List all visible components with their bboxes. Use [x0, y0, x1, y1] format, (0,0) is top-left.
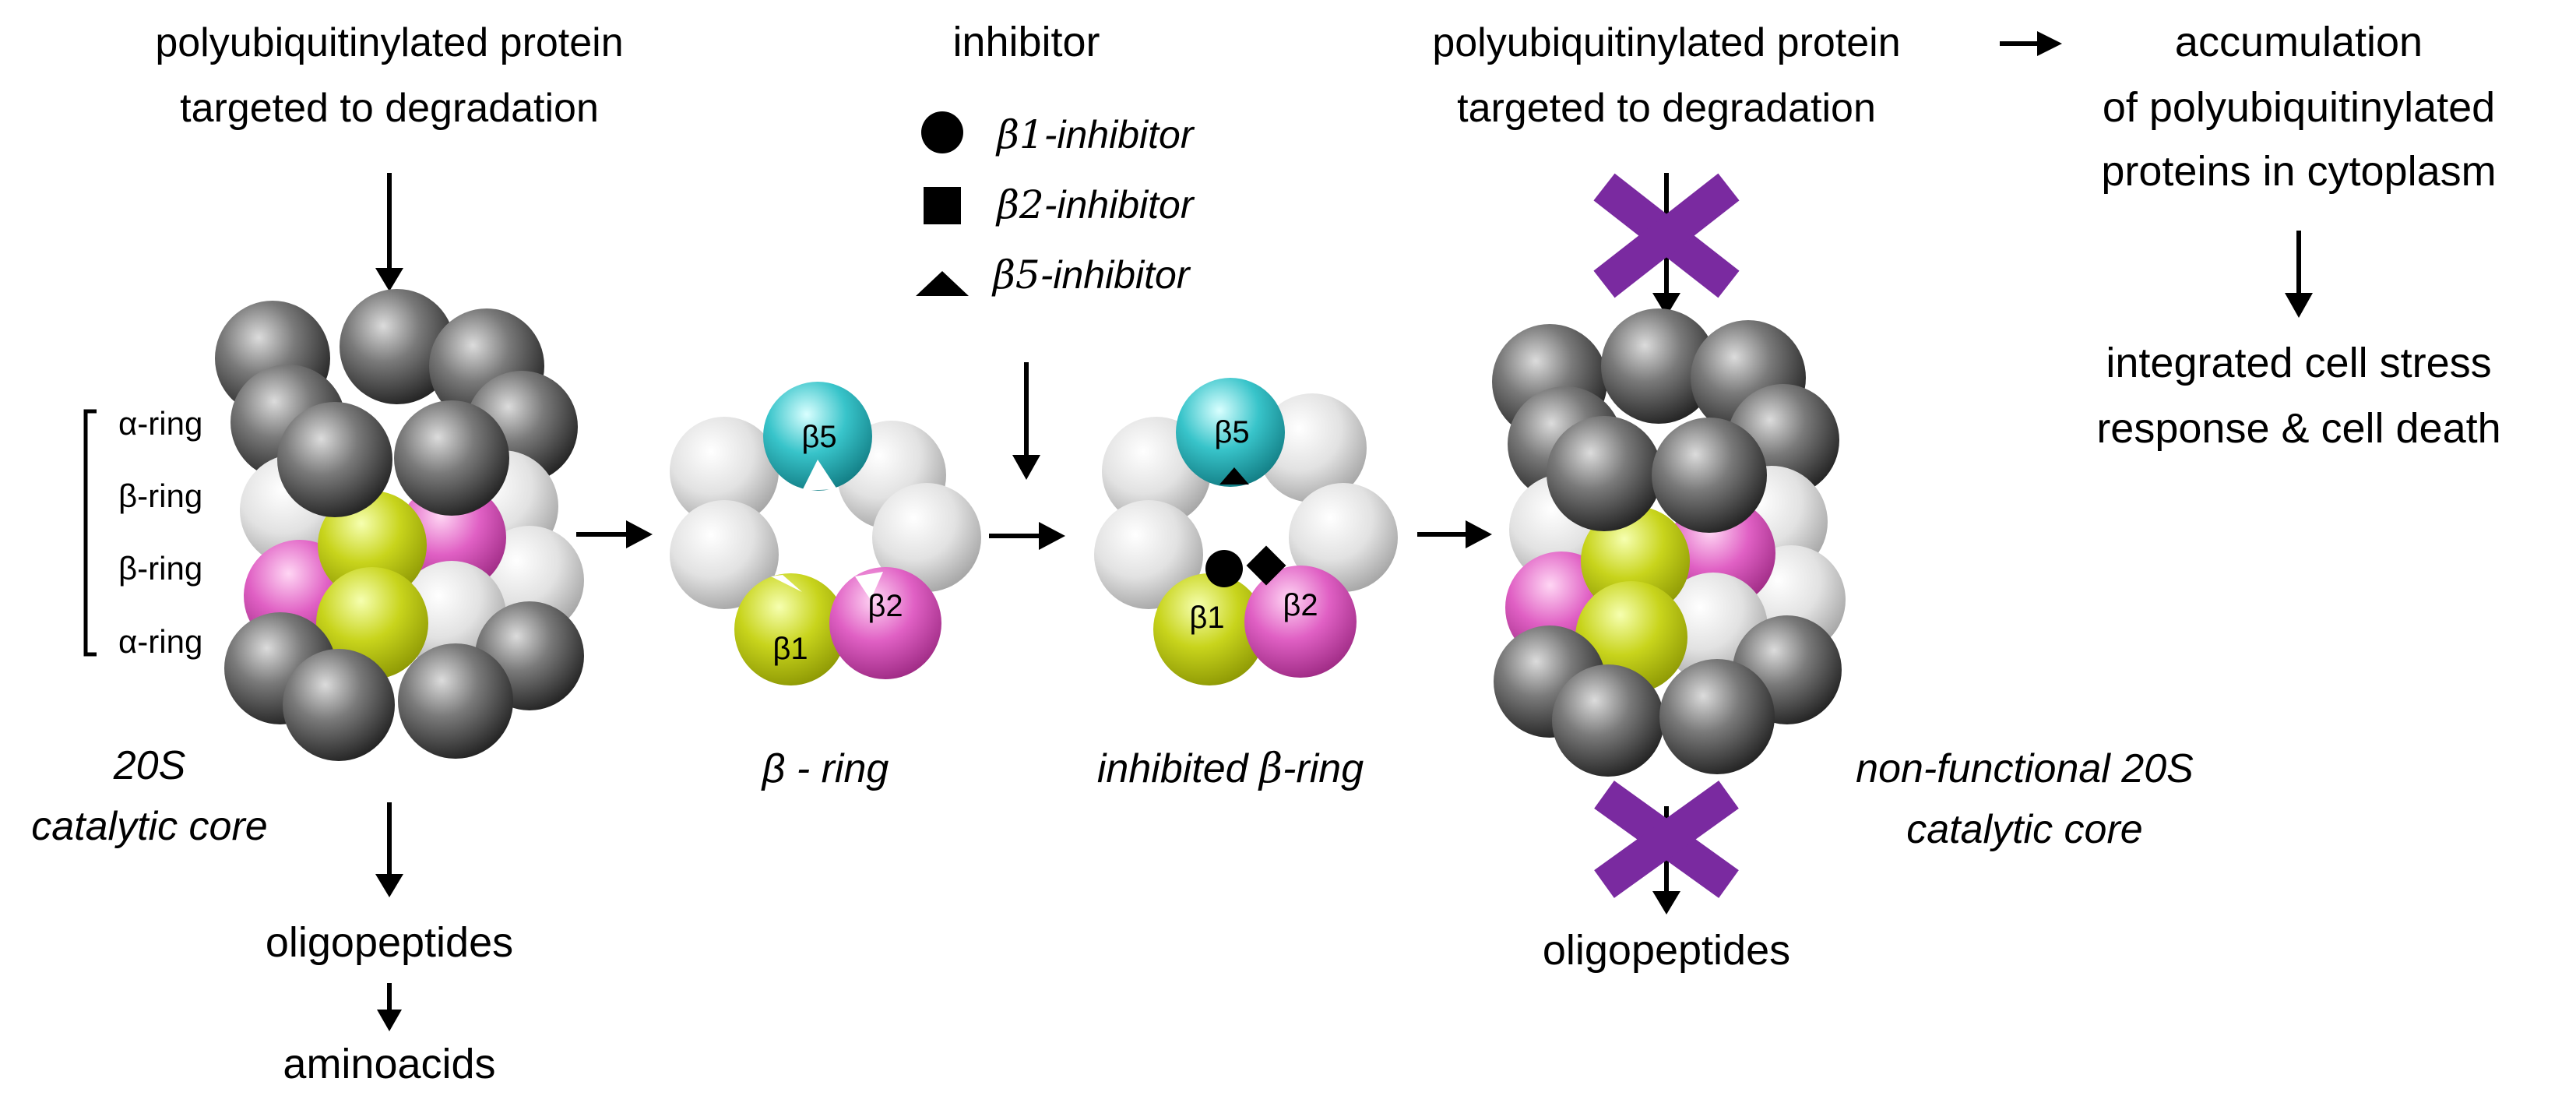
svg-text:β2-inhibitor: β2-inhibitor	[995, 182, 1195, 227]
arrow-native-in	[375, 173, 403, 291]
arrow-inhibited-to-core	[1417, 520, 1492, 548]
alpha-subunit	[1659, 659, 1775, 774]
triangle-icon	[916, 271, 969, 296]
alpha-subunit	[340, 289, 455, 404]
legend-beta2-inhibitor: β2-inhibitor	[924, 182, 1195, 227]
bound-beta2-inhibitor-square-icon	[1246, 545, 1286, 586]
bound-beta1-inhibitor-circle-icon	[1205, 550, 1243, 587]
inhibited-ring-caption: inhibited β-ring	[1097, 745, 1364, 792]
arrow-outcome-down	[2285, 231, 2313, 318]
native-input-line2: targeted to degradation	[180, 86, 599, 131]
alpha-subunit	[283, 649, 395, 761]
beta-ring-caption: β - ring	[761, 746, 889, 791]
arrow-core-to-betaring	[576, 520, 653, 548]
ring-label-alpha-bottom: α-ring	[118, 623, 202, 660]
beta2-label: β2	[867, 589, 903, 623]
beta1-subunit	[1153, 573, 1265, 685]
ring-label-beta-bottom: β-ring	[118, 550, 202, 587]
beta-ring-top-view	[670, 382, 981, 685]
alpha-subunit	[1601, 308, 1716, 424]
legend-beta1-greek: β1	[995, 112, 1044, 157]
arrow-inhibitor-down	[1012, 362, 1040, 480]
legend-beta1-inhibitor: β1-inhibitor	[921, 111, 1195, 157]
arrow-into-accumulation	[2009, 31, 2062, 56]
inhibited-beta1-label: β1	[1189, 601, 1224, 635]
beta5-subunit	[1176, 378, 1285, 487]
alpha-subunit	[1547, 416, 1662, 531]
outcome-line1: accumulation	[2175, 19, 2423, 65]
beta-subunit	[670, 417, 779, 526]
beta1-subunit	[318, 491, 427, 600]
native-product-oligopeptides: oligopeptides	[266, 919, 513, 966]
beta-subunit	[1094, 500, 1203, 609]
beta-subunit	[1258, 393, 1367, 502]
svg-text:β1-inhibitor: β1-inhibitor	[995, 112, 1195, 157]
blocked-input-line1: polyubiquitinylated protein	[1432, 20, 1900, 65]
alpha-subunit	[1652, 418, 1767, 533]
alpha-subunit	[277, 402, 392, 517]
beta5-subunit	[763, 382, 872, 491]
inhibited-beta-ring	[1094, 378, 1398, 685]
bound-beta5-inhibitor-triangle-icon	[1219, 467, 1249, 485]
inhibited-beta2-label: β2	[1283, 588, 1318, 622]
outcome-line3: proteins in cytoplasm	[2101, 148, 2496, 195]
inhibited-beta5-label: β5	[1214, 415, 1249, 449]
legend-beta5-suffix: -inhibitor	[1040, 253, 1191, 297]
arrow-betaring-to-inhibited	[989, 522, 1065, 550]
legend-beta2-suffix: -inhibitor	[1044, 183, 1195, 227]
arrow-native-out	[375, 802, 403, 897]
alpha-subunit	[398, 643, 513, 759]
circle-icon	[921, 111, 963, 153]
native-product-aminoacids: aminoacids	[283, 1041, 495, 1087]
native-input-line1: polyubiquitinylated protein	[155, 20, 623, 65]
arrow-oligo-to-amino	[377, 983, 402, 1031]
ring-label-alpha-top: α-ring	[118, 405, 202, 442]
square-icon	[924, 187, 961, 224]
proteasome-nonfunctional-core	[1492, 308, 1846, 777]
beta-subunit	[1289, 483, 1398, 592]
legend-beta2-greek: β2	[995, 182, 1044, 227]
block-cross-icon	[1594, 781, 1739, 898]
beta-subunit	[670, 500, 779, 609]
legend-beta5-inhibitor: β5-inhibitor	[916, 252, 1191, 298]
proteasome-20s-core	[215, 289, 584, 761]
blocked-input-line2: targeted to degradation	[1457, 86, 1876, 131]
blocked-caption-line2: catalytic core	[1906, 807, 2142, 852]
beta1-label: β1	[772, 632, 808, 666]
native-caption-line2: catalytic core	[31, 804, 267, 849]
outcome-line2: of polyubiquitinylated	[2103, 84, 2495, 131]
beta2-subunit	[829, 567, 941, 679]
ring-label-beta-top: β-ring	[118, 477, 202, 514]
legend-beta5-greek: β5	[991, 252, 1040, 298]
ring-bracket	[83, 409, 97, 657]
native-caption-line1: 20S	[113, 743, 186, 788]
beta-subunit	[872, 483, 981, 592]
legend-beta1-suffix: -inhibitor	[1044, 113, 1195, 157]
beta5-label: β5	[801, 420, 836, 454]
alpha-subunit	[1552, 664, 1664, 777]
outcome-result-line2: response & cell death	[2096, 405, 2500, 452]
svg-text:β5-inhibitor: β5-inhibitor	[991, 252, 1191, 298]
outcome-result-line1: integrated cell stress	[2106, 340, 2491, 386]
beta1-subunit	[734, 573, 846, 685]
inhibitor-title: inhibitor	[952, 19, 1100, 65]
beta2-subunit	[1244, 566, 1357, 678]
block-cross-icon	[1593, 173, 1740, 298]
blocked-caption-line1: non-functional 20S	[1856, 746, 2194, 791]
blocked-product-oligopeptides: oligopeptides	[1543, 927, 1790, 974]
alpha-subunit	[394, 400, 509, 516]
beta2-subunit	[397, 483, 506, 592]
